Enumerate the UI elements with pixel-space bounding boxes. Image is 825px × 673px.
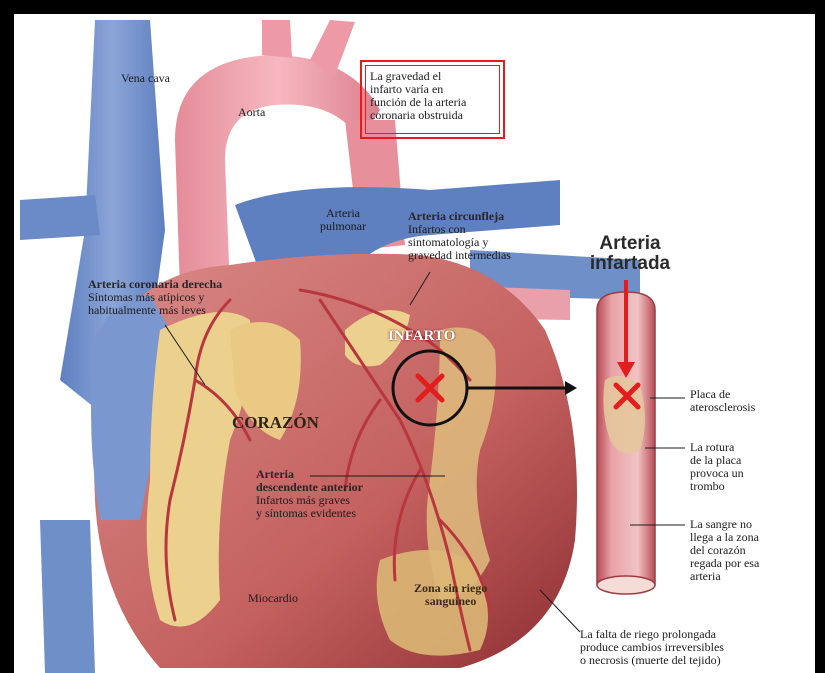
label-sangre-line5: arteria xyxy=(690,570,759,583)
severity-note-line4: coronaria obstruida xyxy=(370,109,500,122)
label-circunfleja-line3: gravedad intermedias xyxy=(408,249,511,262)
label-placa: Placa de aterosclerosis xyxy=(690,388,755,414)
label-circunfleja: Arteria circunfleja Infartos con sintoma… xyxy=(408,210,511,262)
label-descendente-line2: y síntomas evidentes xyxy=(256,507,363,520)
severity-note-text: La gravedad el infarto varía en función … xyxy=(370,70,500,122)
zoom-arrow-head xyxy=(565,381,577,395)
label-sangre: La sangre no llega a la zona del corazón… xyxy=(690,518,759,583)
label-infarto: INFARTO xyxy=(388,330,455,343)
label-miocardio: Miocardio xyxy=(248,592,298,605)
left-blue-branch xyxy=(20,195,100,240)
label-arteria-infartada: Arteria infartada xyxy=(585,234,675,274)
label-vena-cava: Vena cava xyxy=(121,72,170,85)
severity-note-box: La gravedad el infarto varía en función … xyxy=(360,60,505,139)
label-arteria-pulmonar: Arteria pulmonar xyxy=(320,207,366,233)
artery-tube-bottom xyxy=(597,576,655,594)
label-coronaria-derecha: Arteria coronaria derecha Síntomas más a… xyxy=(88,278,222,317)
label-falta-line3: o necrosis (muerte del tejido) xyxy=(580,654,724,667)
label-zona-line2: sanguíneo xyxy=(414,595,487,608)
label-placa-line2: aterosclerosis xyxy=(690,401,755,414)
label-corazon: CORAZÓN xyxy=(232,416,319,429)
label-rotura-line4: trombo xyxy=(690,480,744,493)
label-descendente: Arteria descendente anterior Infartos má… xyxy=(256,468,363,520)
label-coronaria-derecha-line2: habitualmente más leves xyxy=(88,304,222,317)
label-arteria-pulmonar-line2: pulmonar xyxy=(320,220,366,233)
label-arteria-infartada-line2: infartada xyxy=(585,254,675,274)
inferior-vein xyxy=(40,520,95,673)
label-aorta: Aorta xyxy=(238,106,265,119)
aorta-branch-1 xyxy=(262,20,292,58)
label-arteria-infartada-line1: Arteria xyxy=(585,234,675,254)
label-rotura: La rotura de la placa provoca un trombo xyxy=(690,441,744,493)
label-zona-sin-riego: Zona sin riego sanguíneo xyxy=(414,582,487,608)
label-falta-riego: La falta de riego prolongada produce cam… xyxy=(580,628,724,667)
